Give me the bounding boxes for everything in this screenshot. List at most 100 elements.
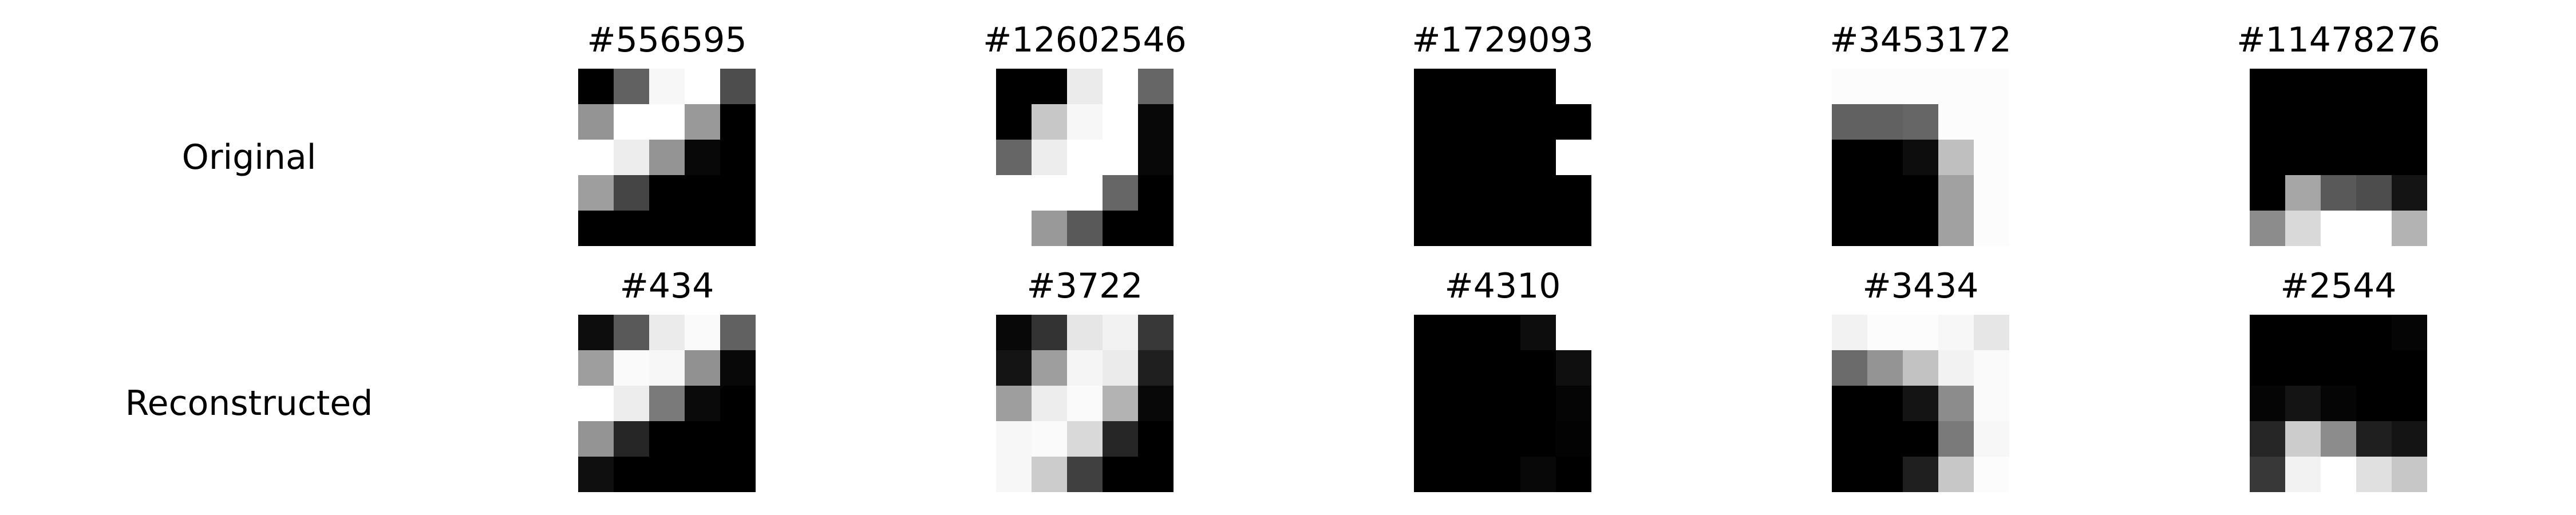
pixel-cell — [649, 211, 685, 246]
pixel-cell — [578, 211, 614, 246]
pixel-cell — [1867, 315, 1903, 351]
pixel-cell — [996, 315, 1032, 351]
panel-title-reconstructed-3: #4310 — [1444, 266, 1561, 306]
pixel-cell — [1449, 315, 1485, 351]
pixel-cell — [2321, 457, 2357, 492]
pixel-cell — [1832, 457, 1868, 492]
pixel-cell — [1067, 175, 1103, 211]
pixel-cell — [1556, 175, 1591, 211]
pixel-cell — [1520, 457, 1556, 492]
pixel-cell — [1974, 421, 2009, 457]
pixel-cell — [1449, 140, 1485, 176]
pixel-cell — [1938, 69, 1974, 105]
pixel-cell — [2250, 421, 2286, 457]
pixel-cell — [1032, 350, 1068, 386]
pixel-cell — [2285, 104, 2321, 140]
pixel-cell — [1103, 140, 1139, 176]
pixel-cell — [1903, 69, 1939, 105]
pixel-cell — [614, 69, 650, 105]
heatmap-panel-original-5 — [2250, 69, 2427, 246]
pixel-cell — [1414, 211, 1450, 246]
pixel-cell — [1832, 315, 1868, 351]
pixel-cell — [2392, 104, 2427, 140]
pixel-cell — [2356, 457, 2392, 492]
pixel-cell — [614, 140, 650, 176]
pixel-cell — [1138, 175, 1174, 211]
pixel-cell — [720, 386, 756, 422]
pixel-cell — [1832, 211, 1868, 246]
pixel-cell — [1556, 69, 1591, 105]
pixel-cell — [1556, 421, 1591, 457]
pixel-cell — [1867, 211, 1903, 246]
pixel-cell — [2392, 140, 2427, 176]
pixel-cell — [2321, 69, 2357, 105]
pixel-cell — [2356, 386, 2392, 422]
pixel-cell — [2392, 175, 2427, 211]
pixel-cell — [996, 211, 1032, 246]
pixel-cell — [2250, 175, 2286, 211]
pixel-cell — [1520, 69, 1556, 105]
pixel-cell — [1520, 140, 1556, 176]
pixel-cell — [1903, 386, 1939, 422]
pixel-cell — [1867, 421, 1903, 457]
pixel-cell — [1974, 140, 2009, 176]
pixel-cell — [1832, 104, 1868, 140]
pixel-cell — [1067, 350, 1103, 386]
pixel-cell — [614, 211, 650, 246]
pixel-cell — [614, 175, 650, 211]
pixel-cell — [1449, 421, 1485, 457]
pixel-cell — [1974, 457, 2009, 492]
panel-title-original-5: #11478276 — [2237, 20, 2440, 60]
pixel-cell — [1103, 315, 1139, 351]
pixel-cell — [2356, 211, 2392, 246]
heatmap-panel-original-4 — [1832, 69, 2009, 246]
pixel-cell — [578, 386, 614, 422]
pixel-cell — [1485, 350, 1521, 386]
pixel-cell — [2285, 386, 2321, 422]
pixel-cell — [649, 421, 685, 457]
pixel-cell — [1938, 350, 1974, 386]
pixel-cell — [1067, 386, 1103, 422]
pixel-cell — [685, 421, 721, 457]
pixel-cell — [2321, 386, 2357, 422]
pixel-cell — [1974, 315, 2009, 351]
pixel-cell — [1414, 421, 1450, 457]
pixel-cell — [1938, 211, 1974, 246]
pixel-cell — [1103, 211, 1139, 246]
pixel-cell — [2250, 140, 2286, 176]
pixel-cell — [1103, 175, 1139, 211]
pixel-cell — [996, 350, 1032, 386]
pixel-cell — [720, 315, 756, 351]
pixel-cell — [2250, 69, 2286, 105]
pixel-cell — [720, 211, 756, 246]
pixel-cell — [2250, 457, 2286, 492]
panel-title-reconstructed-5: #2544 — [2280, 266, 2397, 306]
pixel-cell — [1032, 140, 1068, 176]
pixel-cell — [1903, 140, 1939, 176]
pixel-cell — [1485, 175, 1521, 211]
pixel-cell — [1485, 421, 1521, 457]
pixel-cell — [2321, 104, 2357, 140]
pixel-cell — [2392, 457, 2427, 492]
pixel-cell — [720, 350, 756, 386]
pixel-cell — [1974, 386, 2009, 422]
heatmap-panel-reconstructed-1 — [578, 315, 756, 492]
pixel-cell — [1449, 386, 1485, 422]
pixel-cell — [1520, 315, 1556, 351]
pixel-cell — [1867, 457, 1903, 492]
pixel-cell — [649, 457, 685, 492]
pixel-cell — [1032, 386, 1068, 422]
pixel-cell — [1414, 315, 1450, 351]
pixel-cell — [614, 350, 650, 386]
pixel-cell — [1938, 421, 1974, 457]
pixel-cell — [1449, 69, 1485, 105]
pixel-cell — [1138, 211, 1174, 246]
heatmap-panel-reconstructed-2 — [996, 315, 1174, 492]
pixel-cell — [1556, 104, 1591, 140]
pixel-cell — [1974, 175, 2009, 211]
pixel-cell — [1103, 386, 1139, 422]
pixel-cell — [1067, 211, 1103, 246]
heatmap-panel-reconstructed-5 — [2250, 315, 2427, 492]
pixel-cell — [614, 421, 650, 457]
pixel-cell — [2356, 315, 2392, 351]
